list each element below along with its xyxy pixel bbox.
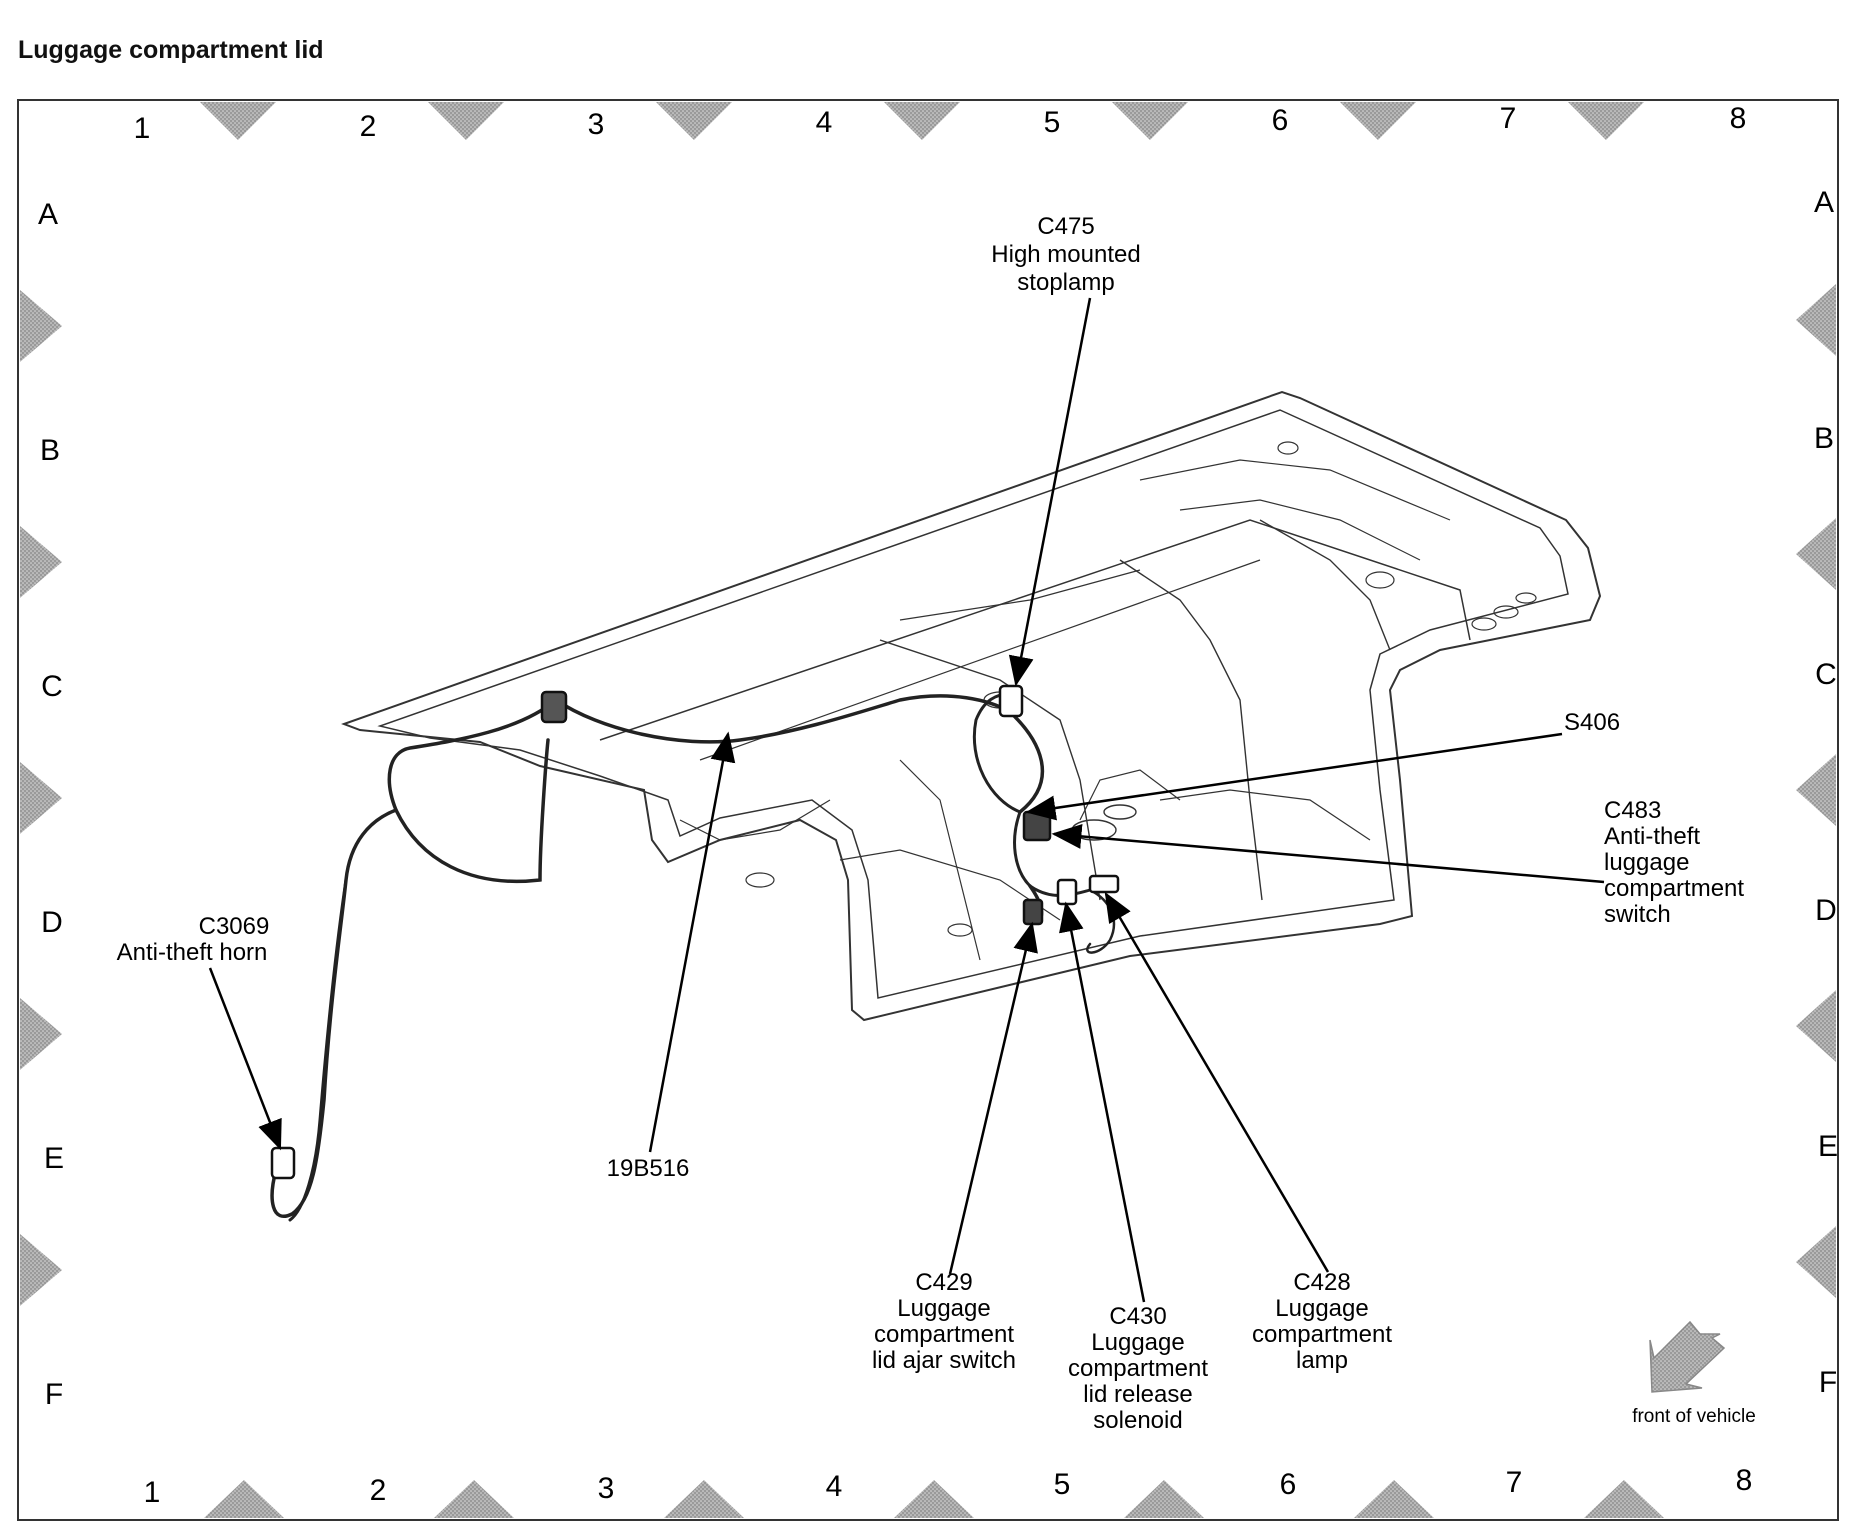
left-row-labels: A B C D E F	[38, 198, 64, 1411]
callout-c429-id: C429	[915, 1269, 972, 1296]
callout-c429: C429 Luggage compartment lid ajar switch	[872, 1269, 1016, 1374]
connector-c475	[998, 684, 1024, 718]
callout-c475: C475 High mounted stoplamp	[991, 213, 1140, 296]
row-label-f: F	[45, 1378, 63, 1411]
callout-s406: S406	[1564, 709, 1620, 736]
col-label-3-bottom: 3	[598, 1472, 615, 1505]
callout-c3069-id: C3069	[199, 913, 270, 940]
callout-c483-line2: luggage	[1604, 849, 1689, 876]
col-label-4-bottom: 4	[826, 1470, 843, 1503]
leader-c3069	[208, 967, 282, 1151]
col-label-6: 6	[1272, 104, 1289, 137]
row-label-b: B	[40, 434, 60, 467]
row-label-f-right: F	[1819, 1366, 1837, 1399]
row-label-c-right: C	[1815, 658, 1837, 691]
bottom-column-labels: 1 2 3 4 5 6 7 8	[144, 1464, 1753, 1509]
leader-c430	[1059, 901, 1146, 1303]
col-label-1: 1	[134, 112, 151, 145]
callout-c429-line2: compartment	[874, 1321, 1014, 1348]
callout-19b516-id: 19B516	[607, 1155, 690, 1182]
diagram-frame	[17, 99, 1839, 1521]
callout-c430-line3: lid release	[1083, 1381, 1192, 1408]
leader-s406	[1025, 732, 1563, 821]
callout-c475-line1: High mounted	[991, 241, 1140, 268]
connector-c3069	[270, 1146, 296, 1180]
col-label-4: 4	[816, 106, 833, 139]
callout-c430-id: C430	[1109, 1303, 1166, 1330]
callout-c428-line1: Luggage	[1275, 1295, 1368, 1322]
callout-c429-line1: Luggage	[897, 1295, 990, 1322]
row-label-c: C	[41, 670, 63, 703]
leader-c429	[948, 921, 1038, 1275]
row-label-d: D	[41, 906, 63, 939]
lid-drawing	[341, 390, 1602, 1022]
callout-c430: C430 Luggage compartment lid release sol…	[1068, 1303, 1208, 1434]
callout-c430-line1: Luggage	[1091, 1329, 1184, 1356]
callout-c430-line2: compartment	[1068, 1355, 1208, 1382]
callout-c3069: C3069 Anti-theft horn	[117, 913, 270, 966]
bottom-zone-markers	[204, 1480, 1664, 1518]
callout-c483-id: C483	[1604, 797, 1661, 824]
row-label-e-right: E	[1818, 1130, 1838, 1163]
connector-c483	[1022, 810, 1052, 842]
col-label-8-bottom: 8	[1736, 1464, 1753, 1497]
callout-19b516: 19B516	[607, 1155, 690, 1182]
col-label-5-bottom: 5	[1054, 1468, 1071, 1501]
right-zone-markers	[1796, 284, 1836, 1298]
col-label-3: 3	[588, 108, 605, 141]
col-label-7: 7	[1500, 102, 1517, 135]
leader-c483	[1051, 823, 1605, 884]
front-of-vehicle-arrow-icon	[1649, 1320, 1726, 1393]
col-label-1-bottom: 1	[144, 1476, 161, 1509]
col-label-5: 5	[1044, 106, 1061, 139]
right-row-labels: A B C D E F	[1814, 186, 1838, 1399]
col-label-7-bottom: 7	[1506, 1466, 1523, 1499]
callout-c483-line4: switch	[1604, 901, 1671, 928]
callout-c3069-line1: Anti-theft horn	[117, 939, 268, 966]
callout-c483-line1: Anti-theft	[1604, 823, 1700, 850]
connectors	[270, 684, 1120, 1180]
wiring-harness-19b516	[270, 692, 1116, 1222]
row-label-a: A	[38, 198, 58, 231]
col-label-2: 2	[360, 110, 377, 143]
callout-c428-id: C428	[1293, 1269, 1350, 1296]
leader-19b516	[648, 731, 736, 1153]
connector-c430	[1056, 878, 1078, 906]
page-title: Luggage compartment lid	[18, 36, 324, 64]
callout-c428-line2: compartment	[1252, 1321, 1392, 1348]
callout-c428: C428 Luggage compartment lamp	[1252, 1269, 1392, 1374]
row-label-b-right: B	[1814, 422, 1834, 455]
front-of-vehicle-label: front of vehicle	[1632, 1406, 1756, 1427]
top-zone-markers	[200, 102, 1644, 140]
callout-c430-line4: solenoid	[1093, 1407, 1182, 1434]
callout-c428-line3: lamp	[1296, 1347, 1348, 1374]
top-column-labels: 1 2 3 4 5 6 7 8	[134, 102, 1747, 145]
col-label-8: 8	[1730, 102, 1747, 135]
row-label-e: E	[44, 1142, 64, 1175]
row-label-a-right: A	[1814, 186, 1834, 219]
leader-c475	[1008, 297, 1092, 687]
connector-near-hinge	[540, 690, 568, 724]
row-label-d-right: D	[1815, 894, 1837, 927]
callout-c475-id: C475	[1037, 213, 1094, 240]
col-label-6-bottom: 6	[1280, 1468, 1297, 1501]
leader-lines	[208, 297, 1605, 1303]
callout-s406-id: S406	[1564, 709, 1620, 736]
callout-c429-line3: lid ajar switch	[872, 1347, 1016, 1374]
connector-c428	[1088, 874, 1120, 894]
connector-c429	[1022, 898, 1044, 926]
callout-c475-line2: stoplamp	[1017, 269, 1114, 296]
callout-c483-line3: compartment	[1604, 875, 1744, 902]
col-label-2-bottom: 2	[370, 1474, 387, 1507]
leader-c428	[1104, 891, 1330, 1273]
left-zone-markers	[20, 290, 62, 1306]
callout-c483: C483 Anti-theft luggage compartment swit…	[1604, 797, 1744, 928]
